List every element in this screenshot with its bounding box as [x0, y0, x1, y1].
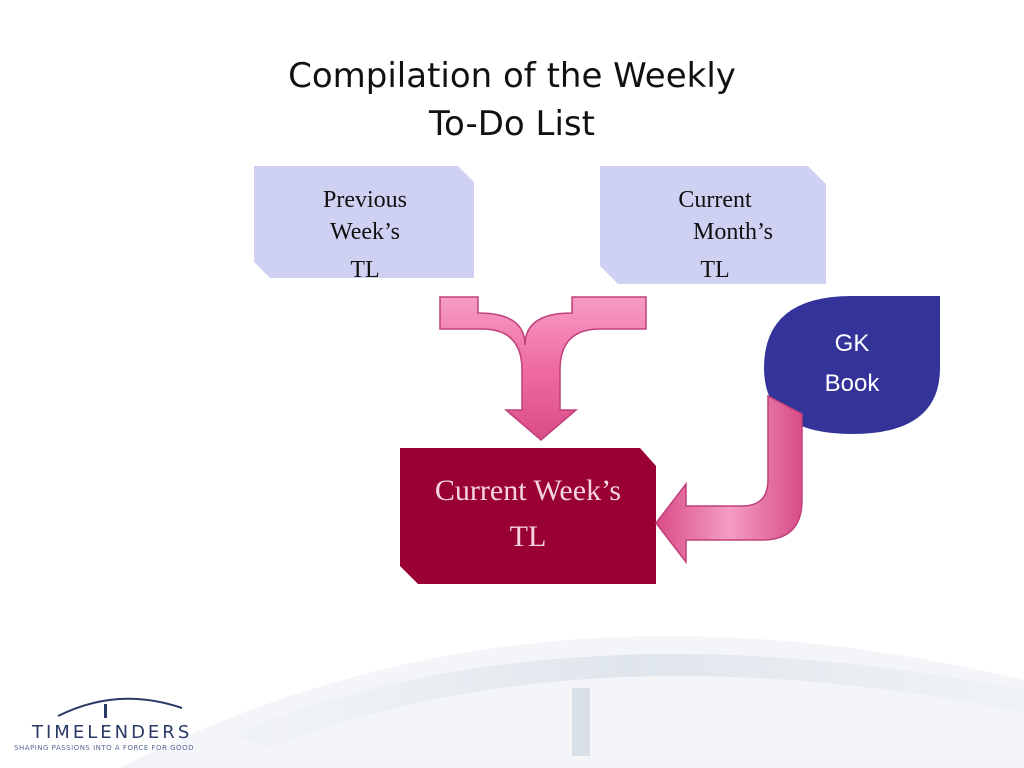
gk-book-shape [764, 296, 940, 434]
previous-week-label-line-3: TL [350, 257, 380, 283]
previous-week-label-line-1: Previous [323, 187, 407, 213]
previous-week-box [254, 166, 474, 278]
logo-tagline: SHAPING PASSIONS INTO A FORCE FOR GOOD [14, 744, 194, 752]
gk-book-arrow [655, 394, 803, 565]
merge-arrow [439, 296, 647, 441]
slide-title-line-2: To-Do List [429, 104, 595, 144]
current-month-box [600, 166, 826, 284]
gk-book-label: GK Book [802, 324, 902, 404]
previous-week-label-line-2: Week’s [329, 219, 401, 245]
logo-arc [57, 697, 183, 717]
current-month-label-line-1: Current [678, 187, 752, 213]
current-month-label-line-3: TL [700, 257, 730, 283]
current-week-label-line-1: Current Week’s [434, 474, 622, 507]
current-month-label: Current Month’s TL [640, 184, 790, 286]
current-week-label: Current Week’s TL [400, 468, 656, 560]
gk-book-label-line-2: Book [824, 370, 880, 397]
logo-name: TIMELENDERS [32, 722, 193, 743]
slide-title-line-1: Compilation of the Weekly [288, 56, 736, 96]
current-week-label-line-2: TL [509, 520, 547, 553]
logo-mark [104, 704, 107, 718]
current-week-box [400, 448, 656, 584]
gk-book-label-line-1: GK [834, 330, 870, 357]
current-month-label-line-2: Month’s [692, 219, 773, 245]
previous-week-label: Previous Week’s TL [290, 184, 440, 286]
